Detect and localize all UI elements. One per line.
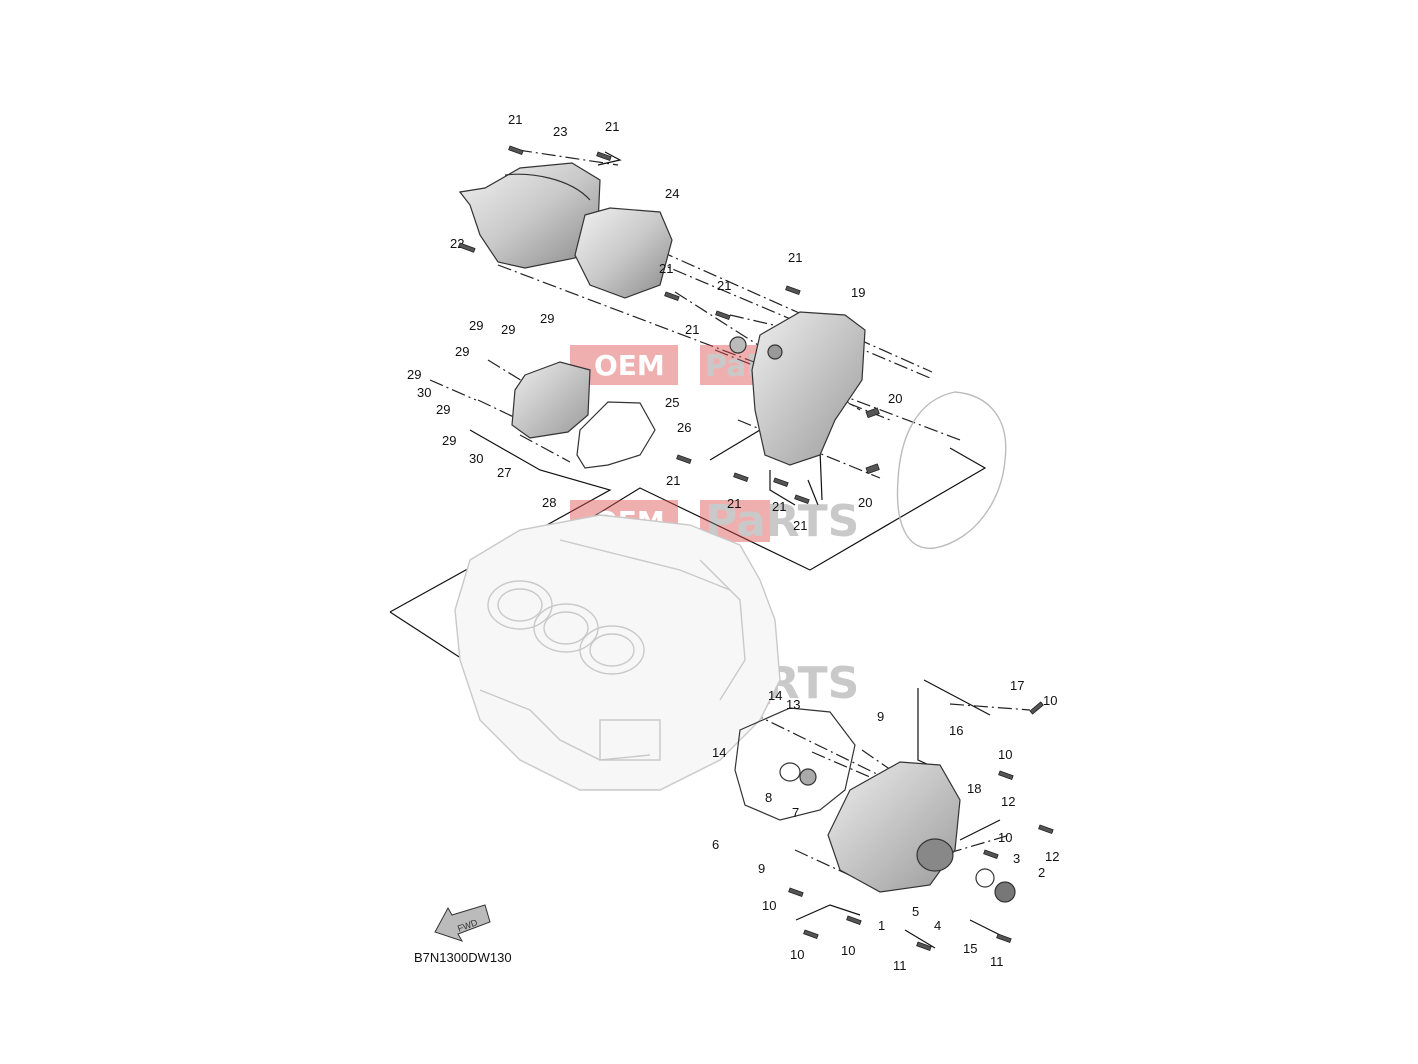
callout: 9 [758,861,765,876]
callout: 10 [1043,693,1057,708]
callout: 8 [765,790,772,805]
callout: 15 [963,941,977,956]
callout: 28 [542,495,556,510]
callout: 21 [717,278,731,293]
callout: 29 [540,311,554,326]
callout: 16 [949,723,963,738]
callout: 1 [878,918,885,933]
callout: 30 [417,385,431,400]
gasket-6 [734,707,856,821]
callout: 12 [1001,794,1015,809]
callout: 10 [998,830,1012,845]
callout: 18 [967,781,981,796]
callout: 29 [407,367,421,382]
callout: 29 [469,318,483,333]
callout: 20 [858,495,872,510]
callout: 10 [790,947,804,962]
callout: 21 [605,119,619,134]
callout: 14 [712,745,726,760]
callout: 9 [877,709,884,724]
callout: 12 [1045,849,1059,864]
watermark-text-b2: PaRTS [705,496,859,547]
callout: 21 [508,112,522,127]
callout: 7 [792,805,799,820]
callout: 21 [666,473,680,488]
callout: 10 [841,943,855,958]
callout: 30 [469,451,483,466]
callout: 21 [772,499,786,514]
callout: 21 [793,518,807,533]
callout: 13 [786,697,800,712]
callout: 21 [788,250,802,265]
callout: 25 [665,395,679,410]
callout: 29 [442,433,456,448]
shell-guard-24 [574,207,673,299]
callout: 6 [712,837,719,852]
callout: 21 [659,261,673,276]
callout: 3 [1013,851,1020,866]
callout: 23 [553,124,567,139]
callout: 11 [990,954,1004,969]
callout: 2 [1038,865,1045,880]
diagram-code: B7N1300DW130 [414,950,512,965]
callout: 4 [934,918,941,933]
callout: 19 [851,285,865,300]
watermark-text-a1: OEM [594,349,665,382]
callout: 29 [501,322,515,337]
callout: 29 [436,402,450,417]
fwd-arrow: FWD [434,904,491,942]
callout: 5 [912,904,919,919]
callout: 26 [677,420,691,435]
callout: 21 [727,496,741,511]
callout: 24 [665,186,679,201]
callout: 14 [768,688,782,703]
callout: 10 [998,747,1012,762]
faded-cover-outline [896,391,1007,549]
callout: 20 [888,391,902,406]
gasket-28 [576,401,656,469]
cover-19 [729,311,866,466]
callout: 10 [762,898,776,913]
callout: 21 [685,322,699,337]
cover-27 [511,361,591,439]
crankcase-illustration [454,514,781,791]
callout: 17 [1010,678,1024,693]
clutch-cover-1 [827,761,1016,903]
callout-labels: 21 23 21 24 22 21 21 21 19 21 29 29 29 2… [407,112,1059,973]
bracket-lines [389,151,1001,949]
bolts [458,145,1054,952]
callout: 27 [497,465,511,480]
callout: 29 [455,344,469,359]
callout: 11 [893,958,907,973]
